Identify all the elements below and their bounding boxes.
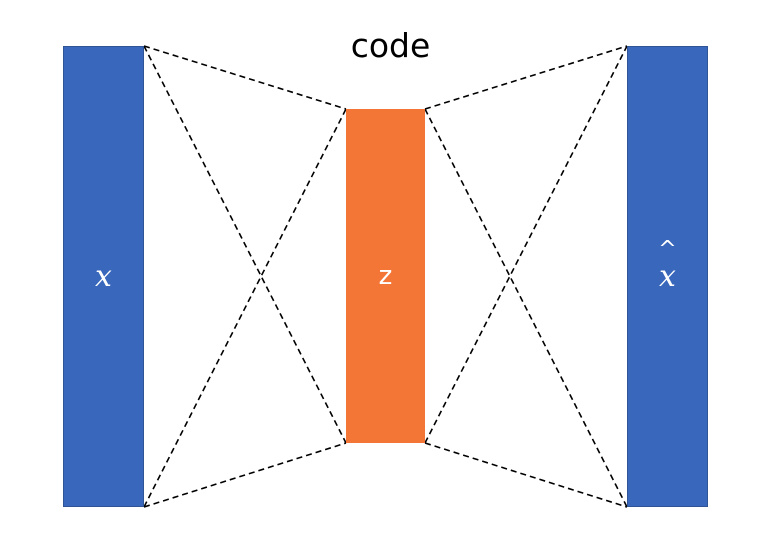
encoder-line-cross-down <box>143 45 347 444</box>
code-layer-block: z <box>346 109 425 443</box>
output-layer-block: ^ x <box>627 46 708 507</box>
code-title: code <box>0 26 781 65</box>
decoder-line-cross-up <box>424 45 628 444</box>
output-label: x <box>659 259 676 294</box>
decoder-line-cross-down <box>424 108 628 508</box>
hat-accent: ^ <box>658 237 677 262</box>
code-title-text: code <box>350 26 431 65</box>
decoder-line-bottom <box>424 442 628 508</box>
encoder-line-top <box>143 45 347 110</box>
code-label: z <box>378 261 393 291</box>
input-label: x <box>95 259 112 294</box>
decoder-line-top <box>424 45 628 110</box>
encoder-line-cross-up <box>143 108 347 508</box>
encoder-line-bottom <box>143 442 347 508</box>
input-layer-block: x <box>63 46 144 507</box>
output-label-group: ^ x <box>658 237 676 294</box>
